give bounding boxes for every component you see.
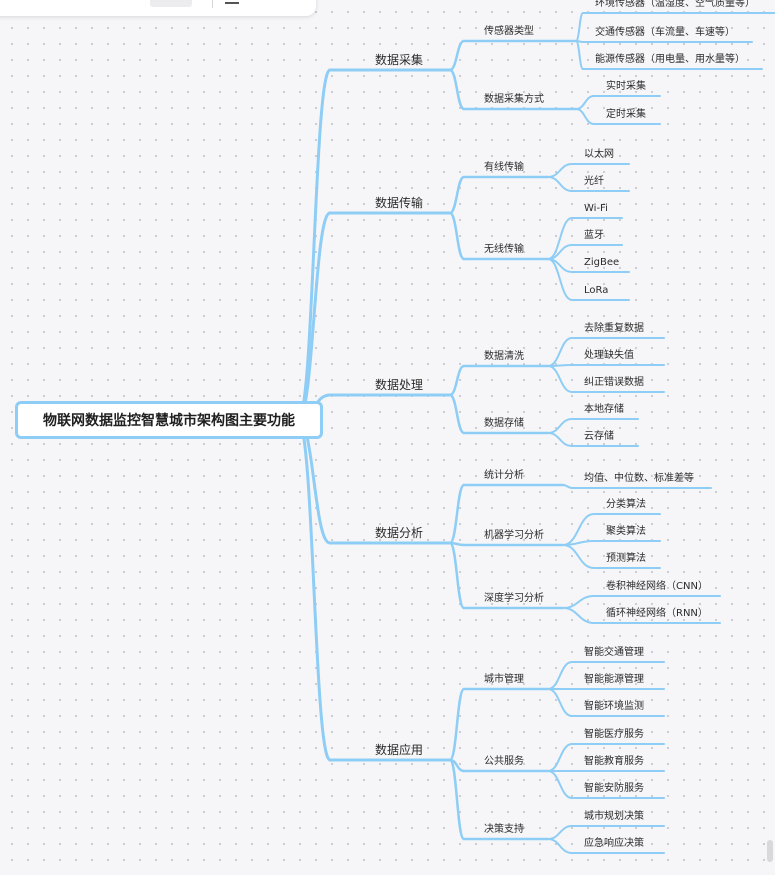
root-node[interactable]: 物联网数据监控智慧城市架构图主要功能 — [15, 401, 323, 439]
topic-node[interactable]: 数据清洗 — [484, 351, 524, 362]
leaf-node[interactable]: ZigBee — [584, 257, 620, 268]
topic-node[interactable]: 无线传输 — [484, 244, 524, 255]
leaf-node[interactable]: 去除重复数据 — [584, 323, 644, 334]
connector-topic-to-leaf — [575, 12, 584, 42]
leaf-node[interactable]: 智能能源管理 — [584, 674, 644, 685]
connector-topic-to-leaf — [547, 176, 573, 192]
leaf-node[interactable]: 以太网 — [584, 149, 614, 160]
leaf-node[interactable]: 聚类算法 — [606, 526, 646, 537]
topic-node[interactable]: 数据采集方式 — [484, 94, 544, 105]
connector-topic-to-leaf — [562, 607, 595, 624]
leaf-node[interactable]: 均值、中位数、标准差等 — [584, 473, 694, 484]
connector-branch-to-topic — [448, 483, 466, 545]
connector-topic-to-leaf — [562, 484, 573, 489]
leaf-node[interactable]: 本地存储 — [584, 404, 624, 415]
connector-branch-to-topic — [448, 687, 466, 762]
connector-branch-to-topic — [448, 39, 466, 72]
leaf-node[interactable]: 城市规划决策 — [584, 811, 644, 822]
connector-branch-to-topic — [448, 68, 466, 111]
leaf-node[interactable]: 智能环境监测 — [584, 701, 644, 712]
leaf-node[interactable]: 应急响应决策 — [584, 838, 644, 849]
connector-topic-to-leaf — [547, 770, 573, 799]
branch-node[interactable]: 数据处理 — [375, 378, 424, 392]
connector-topic-to-leaf — [562, 544, 595, 569]
leaf-node[interactable]: 处理缺失值 — [584, 350, 634, 361]
connector-topic-to-leaf — [547, 163, 573, 178]
connector-topic-to-leaf — [547, 365, 573, 393]
leaf-node[interactable]: 光纤 — [584, 176, 604, 187]
scrollbar-thumb[interactable] — [767, 840, 773, 862]
branch-node[interactable]: 数据采集 — [375, 53, 424, 67]
connector-topic-to-leaf — [547, 838, 573, 854]
topic-node[interactable]: 城市管理 — [484, 674, 524, 685]
connector-topic-to-leaf — [547, 418, 573, 434]
connector-topic-to-leaf — [547, 337, 573, 367]
topic-node[interactable]: 统计分析 — [484, 470, 524, 481]
leaf-node[interactable]: 交通传感器（车流量、车速等） — [595, 27, 735, 38]
topic-node[interactable]: 数据存储 — [484, 418, 524, 429]
connector-topic-to-leaf — [547, 825, 573, 840]
branch-node[interactable]: 数据应用 — [375, 743, 424, 757]
connector-topic-to-leaf — [547, 743, 573, 772]
branch-node[interactable]: 数据传输 — [375, 196, 424, 210]
connector-topic-to-leaf — [575, 95, 595, 110]
leaf-node[interactable]: 实时采集 — [606, 81, 646, 92]
connector-topic-to-leaf — [547, 688, 573, 717]
topic-node[interactable]: 机器学习分析 — [484, 530, 544, 541]
connector-root-to-branch — [296, 68, 332, 422]
leaf-node[interactable]: 智能医疗服务 — [584, 729, 644, 740]
leaf-node[interactable]: 分类算法 — [606, 499, 646, 510]
connector-topic-to-leaf — [547, 432, 573, 447]
connector-branch-to-topic — [448, 175, 466, 215]
leaf-node[interactable]: LoRa — [584, 285, 609, 296]
connector-topic-to-leaf — [547, 258, 573, 301]
leaf-node[interactable]: 能源传感器（用电量、用水量等） — [595, 54, 745, 65]
top-toolbar — [0, 0, 316, 16]
leaf-node[interactable]: 纠正错误数据 — [584, 377, 644, 388]
topic-node[interactable]: 传感器类型 — [484, 26, 534, 37]
leaf-node[interactable]: Wi-Fi — [584, 203, 608, 214]
topic-node[interactable]: 决策支持 — [484, 824, 524, 835]
leaf-node[interactable]: 蓝牙 — [584, 230, 604, 241]
toolbar-divider — [212, 0, 213, 8]
leaf-node[interactable]: 环境传感器（温湿度、空气质量等） — [595, 0, 755, 9]
leaf-node[interactable]: 智能安防服务 — [584, 783, 644, 794]
connector-topic-to-leaf — [547, 661, 573, 690]
branch-node[interactable]: 数据分析 — [375, 526, 424, 540]
connector-topic-to-leaf — [562, 595, 595, 609]
leaf-node[interactable]: 卷积神经网络（CNN） — [606, 581, 708, 592]
connector-branch-to-topic — [448, 393, 466, 435]
connector-topic-to-leaf — [575, 108, 595, 125]
leaf-node[interactable]: 云存储 — [584, 431, 614, 442]
topic-node[interactable]: 公共服务 — [484, 756, 524, 767]
leaf-node[interactable]: 定时采集 — [606, 109, 646, 120]
connector-branch-to-topic — [448, 758, 466, 841]
connector-branch-to-topic — [448, 364, 466, 397]
leaf-node[interactable]: 循环神经网络（RNN） — [606, 608, 708, 619]
connector-branch-to-topic — [448, 541, 466, 610]
topic-node[interactable]: 有线传输 — [484, 162, 524, 173]
connector-topic-to-leaf — [575, 40, 584, 70]
leaf-node[interactable]: 智能交通管理 — [584, 647, 644, 658]
leaf-node[interactable]: 预测算法 — [606, 553, 646, 564]
connector-branch-to-topic — [448, 211, 466, 261]
toolbar-menu-icon[interactable] — [225, 2, 239, 4]
topic-node[interactable]: 深度学习分析 — [484, 593, 544, 604]
leaf-node[interactable]: 智能教育服务 — [584, 756, 644, 767]
toolbar-button[interactable] — [150, 0, 192, 7]
